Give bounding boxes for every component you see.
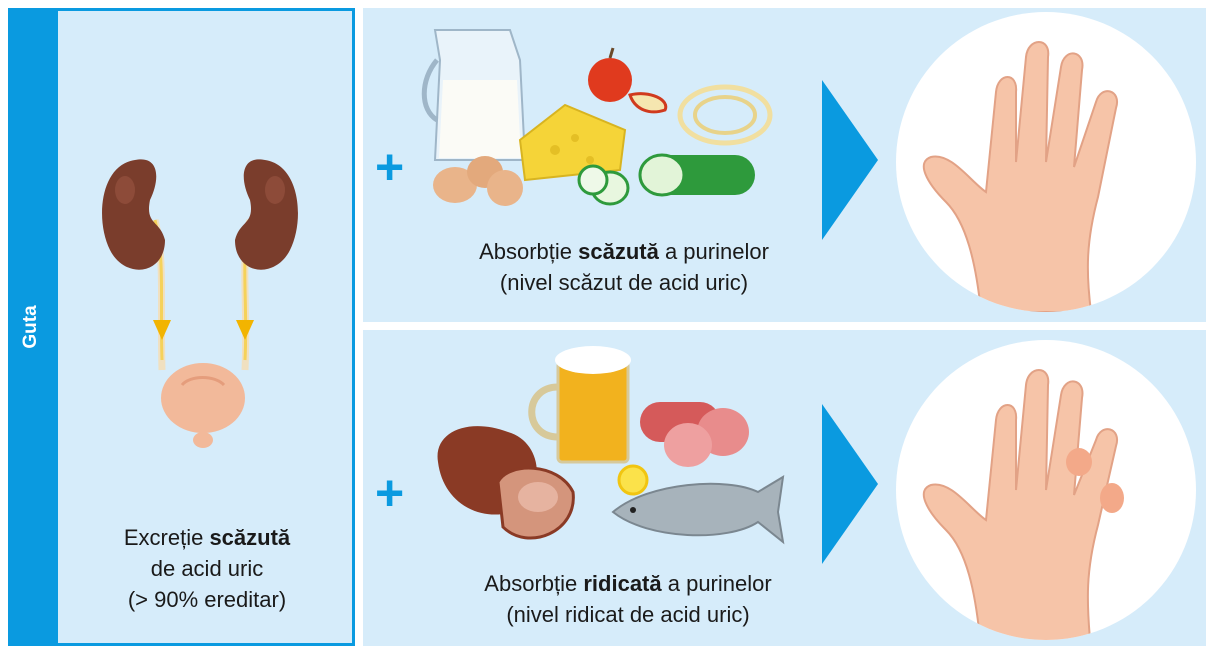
- excretion-line3: (> 90% ereditar): [127, 587, 287, 612]
- arrow-right-icon: [822, 404, 878, 564]
- low-absorption-line1: Absorbție scăzută a purinelor: [479, 239, 769, 264]
- arrow-right-icon: [822, 80, 878, 240]
- plus-sign-bottom: +: [375, 465, 405, 521]
- high-purine-foods-illustration: [437, 346, 785, 545]
- gout-hand-illustration: [896, 340, 1196, 640]
- high-absorption-line1: Absorbție ridicată a purinelor: [484, 571, 772, 596]
- high-absorption-line2: (nivel ridicat de acid uric): [506, 602, 750, 627]
- low-purine-foods-illustration: [421, 29, 773, 206]
- excretion-line1: Excreție scăzută: [123, 525, 291, 550]
- low-absorption-caption: Absorbție scăzută a purinelor (nivel scă…: [479, 236, 769, 298]
- low-absorption-line2: (nivel scăzut de acid uric): [499, 270, 749, 295]
- healthy-hand-illustration: [896, 12, 1196, 312]
- excretion-line2: de acid uric: [150, 556, 264, 581]
- kidneys-bladder-illustration: [102, 159, 298, 448]
- high-absorption-caption: Absorbție ridicată a purinelor (nivel ri…: [484, 568, 771, 630]
- excretion-panel: [55, 8, 355, 646]
- side-label: Guta: [20, 305, 41, 349]
- side-tab: [8, 8, 55, 646]
- plus-sign-top: +: [375, 139, 405, 195]
- excretion-caption: Excreție scăzută de acid uric (> 90% ere…: [124, 522, 290, 615]
